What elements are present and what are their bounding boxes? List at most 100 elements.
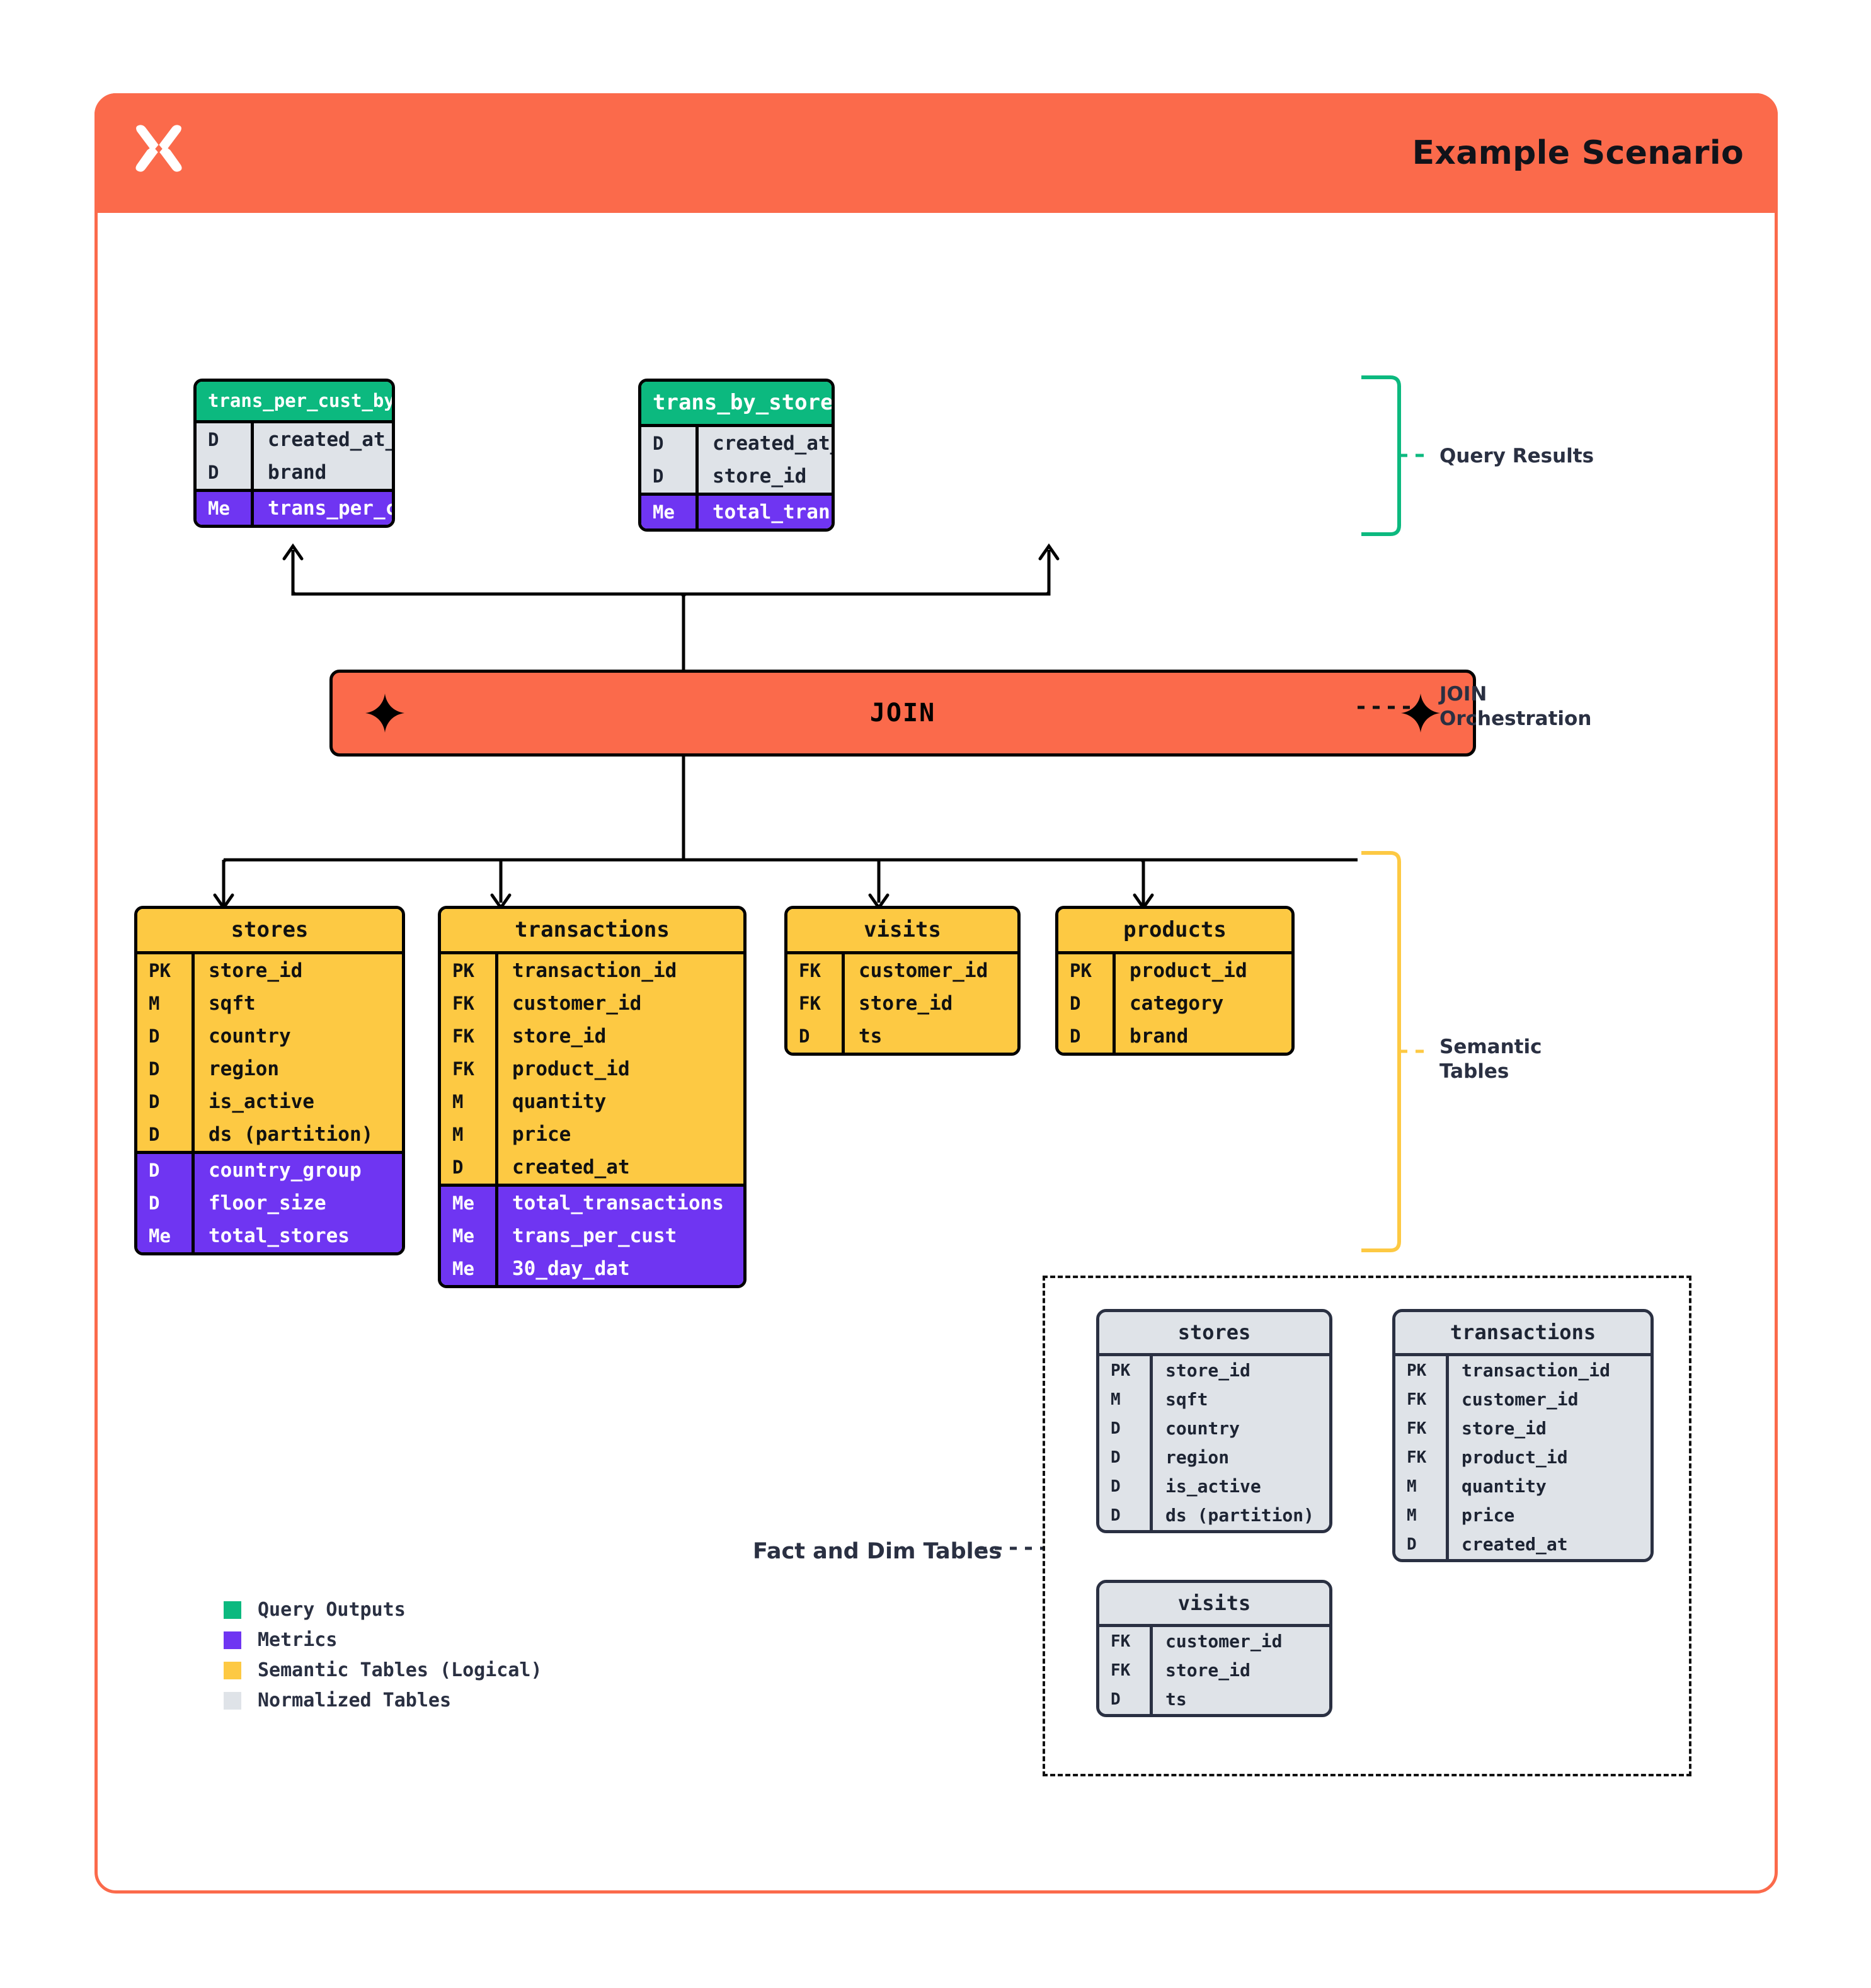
row-field: 30_day_dat xyxy=(495,1252,743,1286)
row-field: product_id xyxy=(1113,954,1291,988)
row-field: country xyxy=(192,1020,402,1053)
row-key: FK xyxy=(1111,1660,1131,1680)
row-field: customer_id xyxy=(1150,1626,1329,1656)
row-field: total_transactions xyxy=(695,496,832,529)
row-field: brand xyxy=(251,456,392,489)
row-field: ts xyxy=(1150,1684,1329,1714)
row-field: product_id xyxy=(1446,1442,1651,1472)
row-field: created_at_day xyxy=(695,427,832,460)
join-orchestration-bar[interactable]: JOIN xyxy=(329,670,1476,757)
row-field: store_id xyxy=(1150,1356,1329,1385)
table-row: D created_at_day xyxy=(641,427,832,460)
table-title: products xyxy=(1058,909,1291,952)
annotation-semantic-line1: Semantic xyxy=(1439,1036,1542,1058)
legend-swatch xyxy=(224,1601,241,1619)
row-key: D xyxy=(1111,1448,1121,1467)
table-row: Me trans_per_cust xyxy=(197,492,392,525)
legend-item-metrics: Metrics xyxy=(224,1629,542,1651)
row-field: store_id xyxy=(842,987,1017,1020)
x-star-logo-icon xyxy=(135,125,182,172)
row-key: Me xyxy=(452,1225,474,1247)
table-row: Me total_transactions xyxy=(641,496,832,529)
row-field: is_active xyxy=(192,1085,402,1119)
query-result-table-trans-per-cust[interactable]: trans_per_cust_by_brand_month D created_… xyxy=(193,379,395,528)
row-key: FK xyxy=(452,993,474,1015)
annotation-semantic-line2: Tables xyxy=(1439,1060,1509,1083)
row-key: D xyxy=(149,1058,160,1080)
query-result-table-trans-by-store-day[interactable]: trans_by_store_day D created_at_day D st… xyxy=(638,379,835,532)
row-field: created_at_month xyxy=(251,423,392,457)
row-key: Me xyxy=(208,498,230,520)
page-title: Example Scenario xyxy=(1412,134,1744,172)
row-field: is_active xyxy=(1150,1471,1329,1501)
table-row: Me trans_per_cust xyxy=(441,1220,743,1253)
row-field: ds (partition) xyxy=(192,1118,402,1151)
table-row: FK store_id xyxy=(1395,1414,1651,1443)
table-title: transactions xyxy=(1395,1312,1651,1353)
legend-swatch xyxy=(224,1661,241,1679)
table-row: D store_id xyxy=(641,460,832,493)
legend-label: Metrics xyxy=(258,1629,338,1651)
row-field: store_id xyxy=(1446,1414,1651,1443)
row-key: FK xyxy=(799,993,821,1015)
row-field: store_id xyxy=(495,1020,743,1053)
legend-label: Query Outputs xyxy=(258,1599,406,1621)
fact-and-dim-container xyxy=(1043,1276,1691,1776)
row-field: trans_per_cust xyxy=(495,1220,743,1253)
row-key: D xyxy=(149,1192,160,1214)
row-field: floor_size xyxy=(192,1187,402,1220)
row-field: total_stores xyxy=(192,1220,402,1253)
row-key: D xyxy=(1111,1477,1121,1496)
row-key: D xyxy=(1111,1689,1121,1709)
table-title: stores xyxy=(1099,1312,1329,1353)
table-title: visits xyxy=(787,909,1017,952)
legend: Query Outputs Metrics Semantic Tables (L… xyxy=(224,1599,542,1720)
table-title: visits xyxy=(1099,1583,1329,1624)
legend-swatch xyxy=(224,1631,241,1649)
row-field: store_id xyxy=(192,954,402,988)
row-field: created_at xyxy=(1446,1529,1651,1559)
row-field: sqft xyxy=(192,987,402,1020)
row-field: ts xyxy=(842,1020,1017,1053)
sparkle-diamond-icon xyxy=(365,694,404,733)
table-row: D brand xyxy=(197,456,392,489)
row-key: D xyxy=(149,1091,160,1113)
row-key: FK xyxy=(1407,1419,1427,1438)
row-field: sqft xyxy=(1150,1385,1329,1414)
row-key: D xyxy=(1070,993,1081,1015)
table-row: FK store_id xyxy=(787,987,1017,1020)
legend-item-normalized-tables: Normalized Tables xyxy=(224,1689,542,1711)
row-key: FK xyxy=(452,1025,474,1048)
row-field: total_transactions xyxy=(495,1187,743,1220)
row-key: M xyxy=(149,993,160,1015)
fact-dim-annotation-connector xyxy=(980,1546,1043,1550)
